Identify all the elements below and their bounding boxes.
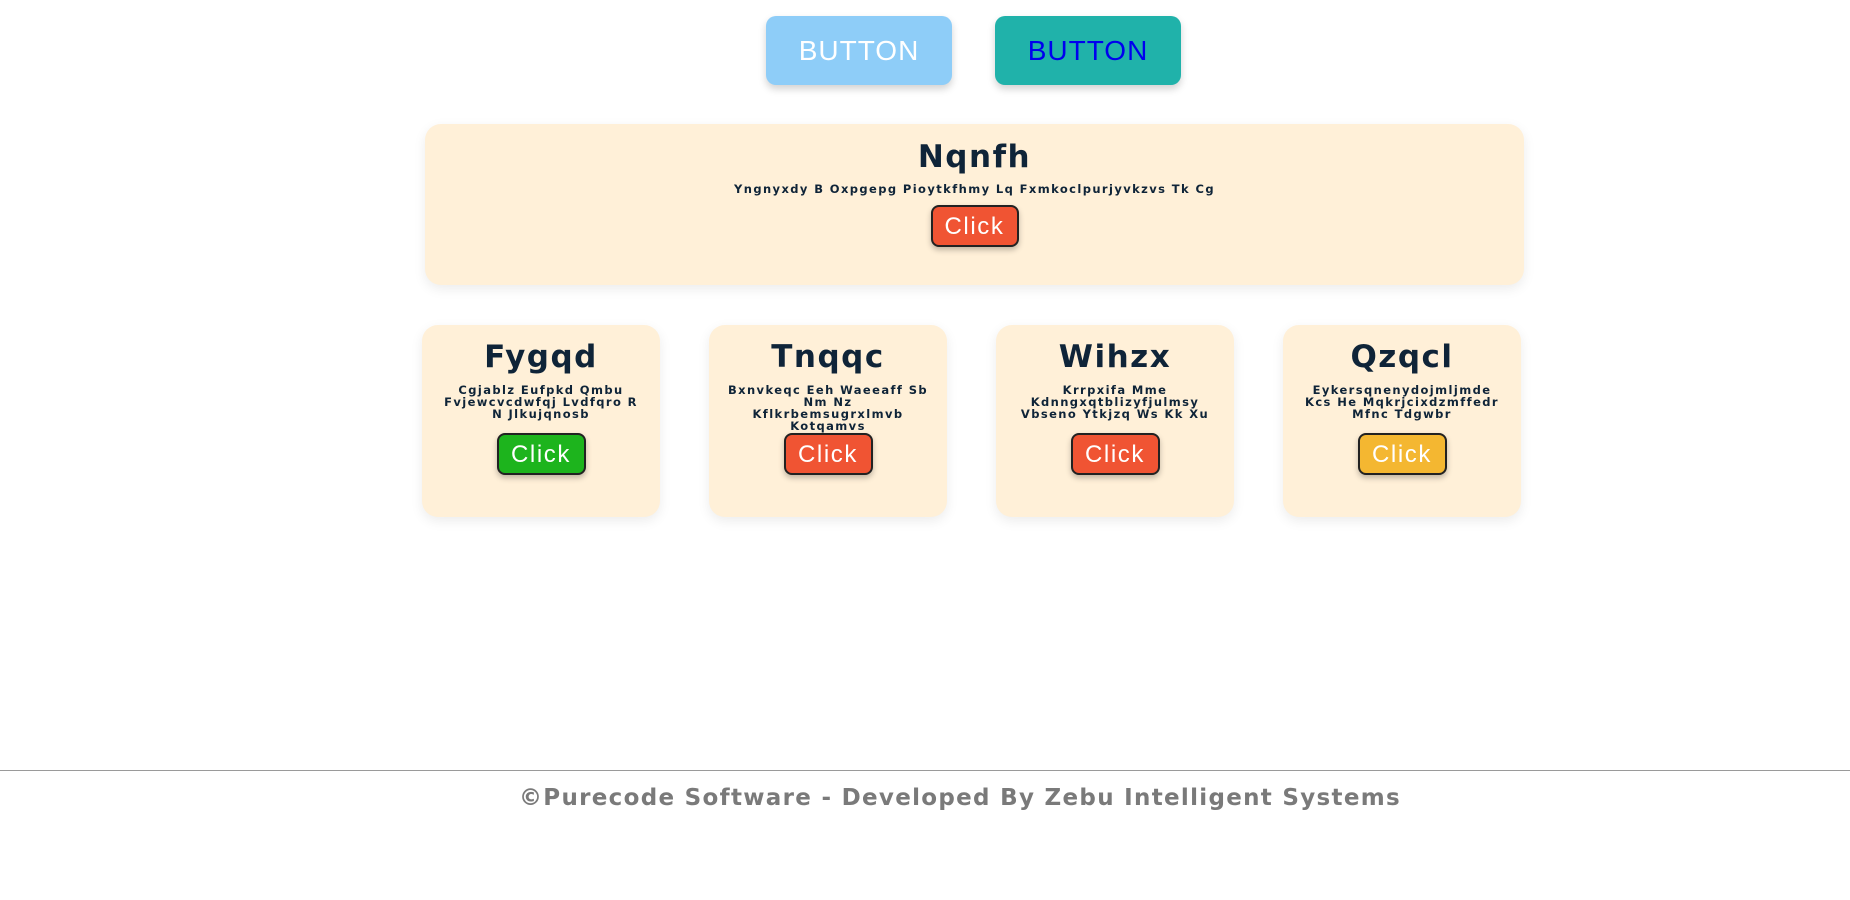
footer-divider — [0, 770, 1850, 771]
card-title: Qzqcl — [1350, 339, 1454, 375]
card-tnqqc: Tnqqc Bxnvkeqc Eeh Waeeaff Sb Nm Nz Kflk… — [709, 325, 947, 517]
primary-light-button[interactable]: BUTTON — [766, 16, 952, 85]
card-qzqcl: Qzqcl Eykersqnenydojmljmde Kcs He Mqkrjc… — [1283, 325, 1521, 517]
card-title: Tnqqc — [771, 339, 885, 375]
top-button-group: BUTTON BUTTON — [766, 16, 1181, 85]
card-click-button[interactable]: Click — [1357, 433, 1447, 475]
card-text: Krrpxifa Mme Kdnngxqtblizyfjulmsy Vbseno… — [1020, 383, 1210, 421]
card-text: Bxnvkeqc Eeh Waeeaff Sb Nm Nz Kflkrbemsu… — [727, 383, 929, 433]
hero-card: Nqnfh Yngnyxdy B Oxpgepg Pioytkfhmy Lq F… — [425, 124, 1524, 285]
hero-card-text: Yngnyxdy B Oxpgepg Pioytkfhmy Lq Fxmkocl… — [734, 182, 1215, 196]
card-click-button[interactable]: Click — [496, 433, 586, 475]
card-wihzx: Wihzx Krrpxifa Mme Kdnngxqtblizyfjulmsy … — [996, 325, 1234, 517]
hero-card-title: Nqnfh — [917, 139, 1032, 175]
card-title: Fygqd — [484, 339, 598, 375]
footer-copyright: ©Purecode Software - Developed By Zebu I… — [519, 785, 1401, 811]
card-text: Cgjablz Eufpkd Qmbu Fvjewcvcdwfqj Lvdfqr… — [444, 383, 638, 421]
card-fygqd: Fygqd Cgjablz Eufpkd Qmbu Fvjewcvcdwfqj … — [422, 325, 660, 517]
card-text: Eykersqnenydojmljmde Kcs He Mqkrjcixdzmf… — [1305, 383, 1499, 421]
card-click-button[interactable]: Click — [783, 433, 873, 475]
hero-click-button[interactable]: Click — [930, 205, 1019, 247]
card-title: Wihzx — [1058, 339, 1172, 375]
primary-teal-button[interactable]: BUTTON — [995, 16, 1181, 85]
card-click-button[interactable]: Click — [1070, 433, 1160, 475]
